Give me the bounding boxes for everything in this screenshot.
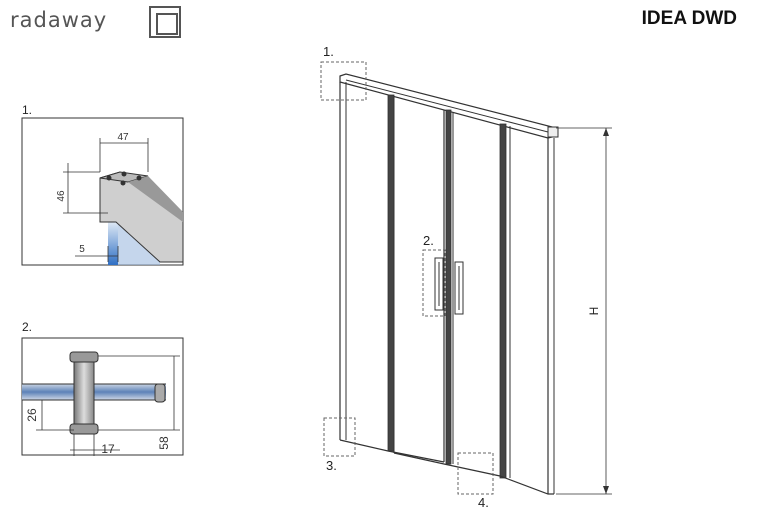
- detail2-panel: [21, 337, 184, 456]
- detail1-glass: [108, 222, 118, 265]
- detail2-width-dim: 17: [101, 442, 115, 456]
- brand-name: radaway: [10, 8, 108, 32]
- shower-door-drawing: [339, 73, 612, 495]
- detail1-width-dim: 47: [117, 132, 129, 143]
- brand-logo-icon: [149, 6, 181, 38]
- callout1-label: 1.: [323, 44, 334, 59]
- detail1-panel: [21, 117, 184, 266]
- height-label: H: [587, 307, 601, 316]
- detail2-handle: [73, 355, 95, 431]
- detail1-height-dim: 46: [56, 190, 67, 202]
- callout4-label: 4.: [478, 495, 489, 510]
- callout-boxes: [320, 61, 494, 495]
- detail1-glass-dim: 5: [79, 244, 85, 255]
- detail2-offset-dim: 26: [25, 408, 39, 422]
- detail2-label: 2.: [22, 320, 33, 334]
- detail1-label: 1.: [22, 103, 33, 117]
- model-title: IDEA DWD: [641, 8, 737, 29]
- callout3-label: 3.: [326, 458, 337, 473]
- detail2-height-dim: 58: [157, 436, 171, 450]
- callout2-label: 2.: [423, 233, 434, 248]
